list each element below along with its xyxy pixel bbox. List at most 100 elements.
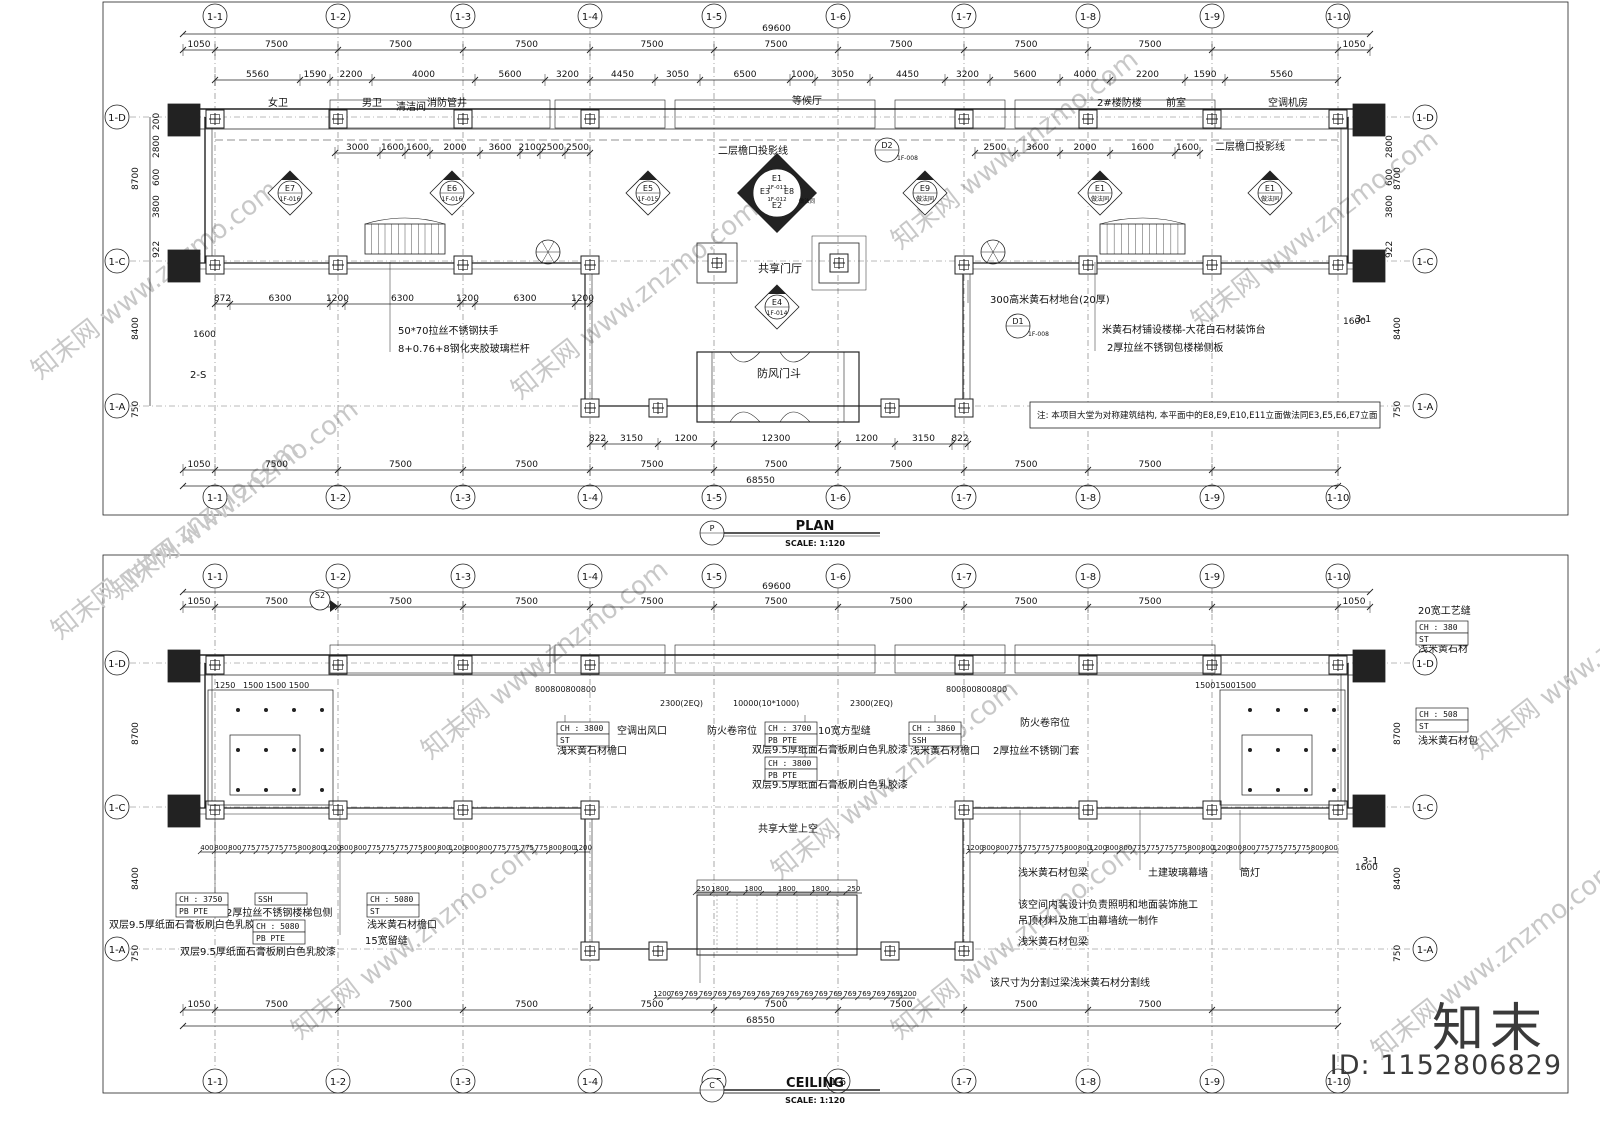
ceil-dense-c-text: 769 xyxy=(684,990,697,998)
plan-inner-l-text: 2500 xyxy=(541,143,564,153)
column-core xyxy=(333,805,343,815)
ch-tag-code: PB PTE xyxy=(768,736,797,745)
ch-tag-code: ST xyxy=(560,736,570,745)
ch-tag-code: ST xyxy=(1419,635,1429,644)
lobby-column-box xyxy=(818,242,860,284)
upper-room xyxy=(1014,644,1216,674)
plan-dim-text: 1600 xyxy=(1343,317,1366,327)
dim-tick xyxy=(843,890,848,896)
dim-tick xyxy=(392,849,398,855)
ceiling-opening xyxy=(229,734,301,796)
row-label: 1-A xyxy=(1417,945,1434,956)
ch-tag-code: PB PTE xyxy=(179,907,208,916)
ceil-gypsum-3: 双层9.5厚纸面石膏板刷白色乳胶漆 xyxy=(109,918,265,931)
downlight xyxy=(264,788,268,792)
row-label: 1-C xyxy=(1417,803,1434,814)
ceil-sky-text: 250 xyxy=(697,885,710,893)
ch-tag-code-box xyxy=(1415,719,1469,733)
center-tag-s: E2 xyxy=(772,201,782,210)
dim-tick xyxy=(1089,849,1094,855)
fan-blade xyxy=(992,251,1000,263)
walls xyxy=(167,99,1386,983)
ceil-top-text: 7500 xyxy=(389,597,412,607)
plan-bottom-text: 7500 xyxy=(1015,460,1038,470)
room-stair: 2#楼防楼 xyxy=(1097,96,1142,109)
room-male-wc: 男卫 xyxy=(362,97,382,109)
dim-tick xyxy=(1366,588,1374,596)
row-bubble xyxy=(104,794,130,820)
room-female-wc: 女卫 xyxy=(268,96,288,109)
plan-top-text: 7500 xyxy=(1139,40,1162,50)
column-core xyxy=(1207,660,1217,670)
dim-tick xyxy=(1006,849,1012,855)
plan-top-text: 7500 xyxy=(515,40,538,50)
grid-label: 1-8 xyxy=(1080,572,1096,583)
plan-inner-r-text: 2000 xyxy=(1074,143,1097,153)
plan-bottom-text: 7500 xyxy=(515,460,538,470)
fan-blade xyxy=(986,251,994,263)
grid-label: 1-7 xyxy=(956,493,972,504)
corner-column xyxy=(167,649,201,683)
dim-tick xyxy=(1020,849,1026,855)
ceil-dense-c-text: 769 xyxy=(670,990,683,998)
dim-tick xyxy=(1253,849,1259,855)
column-core xyxy=(585,946,595,956)
ceil-sky-text: 1800 xyxy=(811,885,829,893)
downlight xyxy=(1304,788,1308,792)
column-core xyxy=(1083,260,1093,270)
dim-tick xyxy=(782,995,788,1001)
plan-top-text: 7500 xyxy=(389,40,412,50)
downlight xyxy=(1332,708,1336,712)
downlight xyxy=(236,748,240,752)
dim-tick xyxy=(532,849,537,855)
downlight xyxy=(1248,788,1252,792)
elev-tag-ref: 做法同 xyxy=(1091,195,1109,203)
dim-tick xyxy=(225,849,231,855)
ceil-top-text: 7500 xyxy=(1015,597,1038,607)
grid-bubble xyxy=(1075,1068,1101,1094)
ceil-stair-side: 2厚拉丝不锈钢楼梯包侧 xyxy=(226,906,332,919)
ceil-gap10: 10宽方型缝 xyxy=(818,724,871,737)
ch-tag-ch: CH : 3700 xyxy=(768,724,812,733)
plan-lower-text: 872 xyxy=(214,294,231,304)
column-core xyxy=(333,260,343,270)
grid-label: 1-3 xyxy=(455,493,471,504)
column-core xyxy=(712,258,722,268)
ch-tag-ch: CH : 3800 xyxy=(560,724,604,733)
ceiling-zone xyxy=(1219,689,1346,806)
dim-tick xyxy=(179,1022,187,1030)
column-core xyxy=(959,946,969,956)
annot-note: 注: 本项目大堂为对称建筑结构, 本平面中的E8,E9,E10,E11立面做法同… xyxy=(1037,409,1378,421)
fan-blade xyxy=(541,251,549,263)
plan-second-text: 1590 xyxy=(1194,70,1217,80)
elev-tag-ref: 做法同 xyxy=(1261,195,1279,203)
corner-column xyxy=(167,103,201,137)
ceil-total-top-text: 69600 xyxy=(762,582,791,592)
plan-bottom-text: 1050 xyxy=(188,460,211,470)
ch-tag-code-box xyxy=(556,733,610,747)
plan-left-dim-text: 3800 xyxy=(152,195,162,218)
ceil-fire-shutter-2: 防火卷帘位 xyxy=(1020,716,1070,729)
dim-tick xyxy=(652,995,658,1001)
plan-lower-text: 1200 xyxy=(326,294,349,304)
ceil-dense-l-text: 775 xyxy=(409,844,422,852)
elev-tag-id: E9 xyxy=(920,184,930,193)
plan-vest-text: 1200 xyxy=(675,434,698,444)
vestibule xyxy=(696,351,860,423)
detail-tag-id: D2 xyxy=(881,141,892,150)
plan-bottom-text: 7500 xyxy=(765,460,788,470)
annot-handrail: 50*70拉丝不锈钢扶手 xyxy=(398,324,498,337)
row-label: 1-A xyxy=(1417,402,1434,413)
ceil-dense-r-text: 800 xyxy=(1229,844,1242,852)
column-core xyxy=(458,114,468,124)
grid-label: 1-4 xyxy=(582,493,598,504)
ceil-top-text: 7500 xyxy=(1139,597,1162,607)
plan-left-dim-text: 750 xyxy=(131,401,141,418)
ceil-dense-r-text: 800 xyxy=(1105,844,1118,852)
column-core xyxy=(1083,660,1093,670)
dim-tick xyxy=(692,890,698,896)
dim-tick xyxy=(854,995,860,1001)
ceil-dim-text: 150015001500 xyxy=(1195,681,1256,690)
column-core xyxy=(210,260,220,270)
dim-tick xyxy=(323,849,328,855)
